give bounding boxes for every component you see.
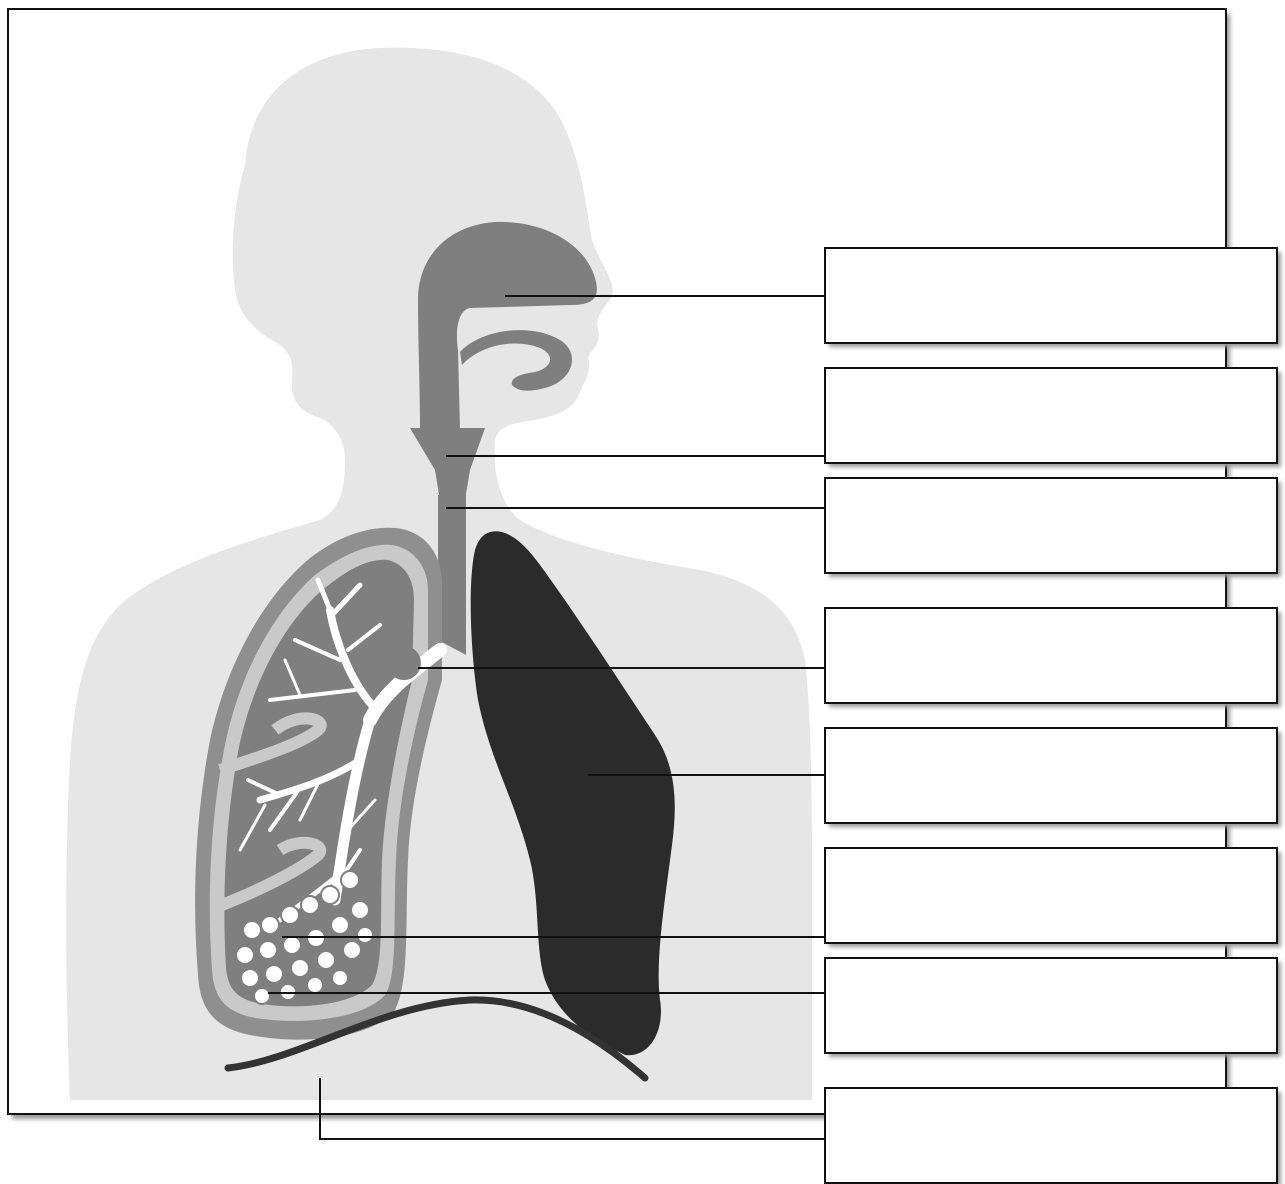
label-box-4[interactable] bbox=[825, 608, 1281, 707]
label-box-1[interactable] bbox=[825, 248, 1281, 347]
label-box-6[interactable] bbox=[825, 848, 1281, 947]
label-box-3[interactable] bbox=[825, 478, 1281, 577]
label-box-2[interactable] bbox=[825, 368, 1281, 467]
hilum bbox=[387, 646, 421, 680]
label-box-5[interactable] bbox=[825, 728, 1281, 827]
label-box-8[interactable] bbox=[825, 1088, 1281, 1184]
trachea bbox=[438, 495, 466, 655]
label-box-7[interactable] bbox=[825, 958, 1281, 1057]
